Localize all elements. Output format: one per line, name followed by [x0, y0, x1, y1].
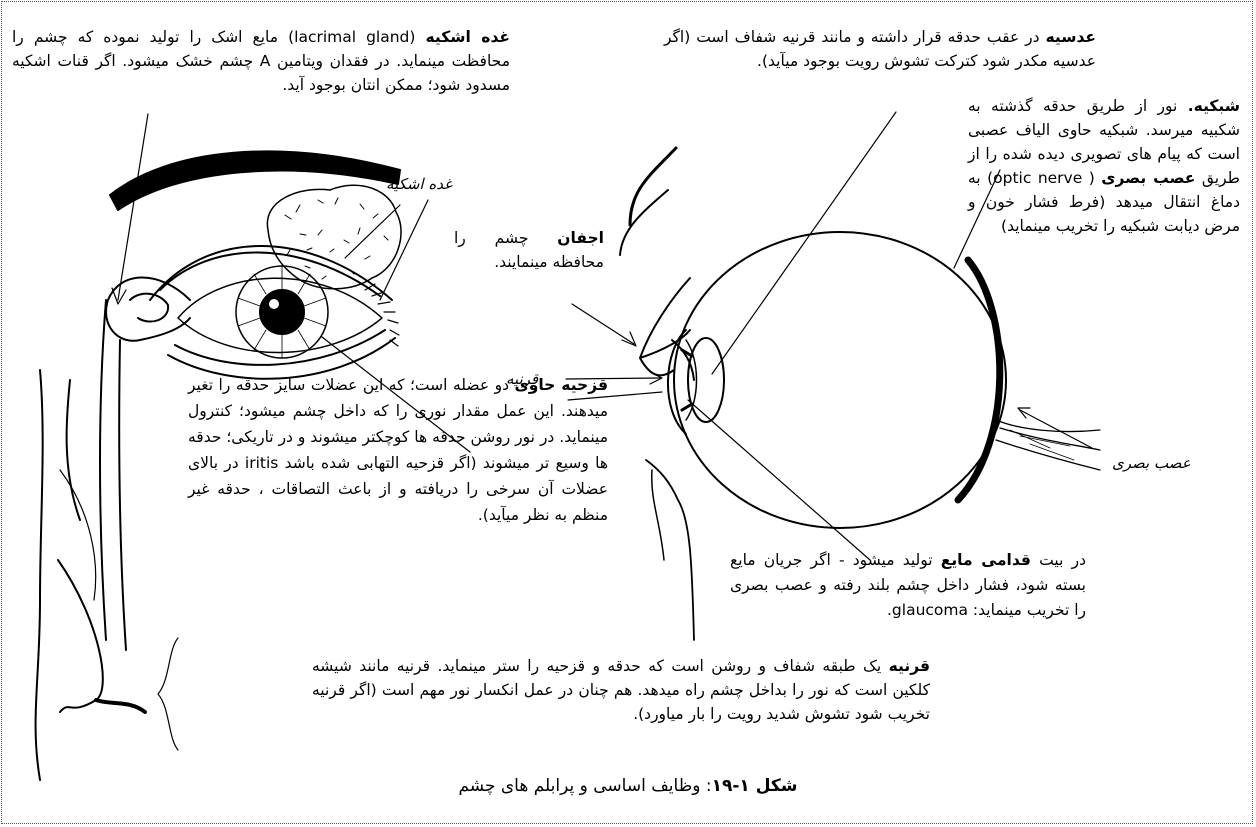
iris-text: قزحیه حاوی دو عضله است؛ که این عضلات سای… [188, 372, 608, 528]
aqueous-body: تولید میشود - اگر جریان مایع بسته شود، ف… [730, 551, 1086, 619]
upper-eyelid-drawing [160, 252, 380, 296]
retina-drawing [958, 260, 1000, 500]
eyelid-term: اجفان [557, 229, 604, 247]
eyelashes-upper [365, 284, 399, 346]
tear-duct-drawing [106, 278, 190, 341]
eyebrow-drawing [110, 151, 400, 210]
retina-term: شبکیه. [1188, 97, 1240, 115]
retina-text: شبکیه. نور از طریق حدقه گذشته به شکبیه م… [968, 94, 1240, 238]
lacrimal-gland-term: غده اشکیه [426, 28, 510, 46]
brow-profile-drawing [630, 148, 676, 225]
pupil-drawing [260, 290, 304, 334]
cornea-text: قرنیه یک طبقه شفاف و روشن است که حدقه و … [312, 654, 930, 726]
lower-eyelid-drawing [175, 330, 385, 365]
lens-term: عدسیه [1045, 28, 1096, 46]
pointer-eyelid-left [380, 200, 428, 300]
lacrimal-gland-text: غده اشکیه (lacrimal gland) مایع اشک را ت… [12, 25, 510, 97]
gland-texture [285, 198, 388, 279]
figure-caption: شکل ۱-۱۹: وظایف اساسی و پرابلم های چشم [0, 776, 1256, 796]
label-optic-nerve: عصب بصری [1112, 454, 1191, 472]
cornea-body: یک طبقه شفاف و روشن است که حدقه و قزحیه … [312, 657, 930, 723]
aqueous-term: قدامی مایع [941, 551, 1031, 569]
brace [158, 638, 178, 750]
pointer-lacrimal-label [345, 205, 400, 258]
eyelid-profile-drawing [640, 278, 690, 375]
optic-nerve-term: عصب بصری [1101, 169, 1195, 187]
iris-body: دو عضله است؛ که این عضلات سایز حدقه را ت… [188, 376, 608, 524]
aqueous-text: در بیت قدامی مایع تولید میشود - اگر جریا… [730, 548, 1086, 623]
label-lacrimal-gland: غده اشکیه [386, 175, 452, 193]
lacrimal-gland-drawing [267, 185, 401, 289]
lens-text: عدسیه در عقب حدقه قرار داشته و مانند قرن… [664, 25, 1096, 73]
cornea-term: قرنیه [889, 657, 930, 675]
pointer-eyelid-side [572, 304, 634, 344]
eyelid-text: اجفان چشم را محافظه مینمایند. [454, 226, 604, 274]
nose-profile-drawing [36, 370, 103, 780]
pointer-lens [712, 112, 896, 374]
pointer-aqueous [688, 400, 870, 560]
lens-body: در عقب حدقه قرار داشته و مانند قرنیه شفا… [664, 28, 1096, 70]
caption-number: شکل ۱-۱۹ [712, 776, 798, 796]
optic-nerve-drawing [996, 420, 1100, 470]
caption-text: : وظایف اساسی و پرابلم های چشم [458, 776, 711, 796]
label-cornea: قرنیه [506, 370, 538, 388]
aqueous-pre: در بیت [1039, 551, 1086, 569]
